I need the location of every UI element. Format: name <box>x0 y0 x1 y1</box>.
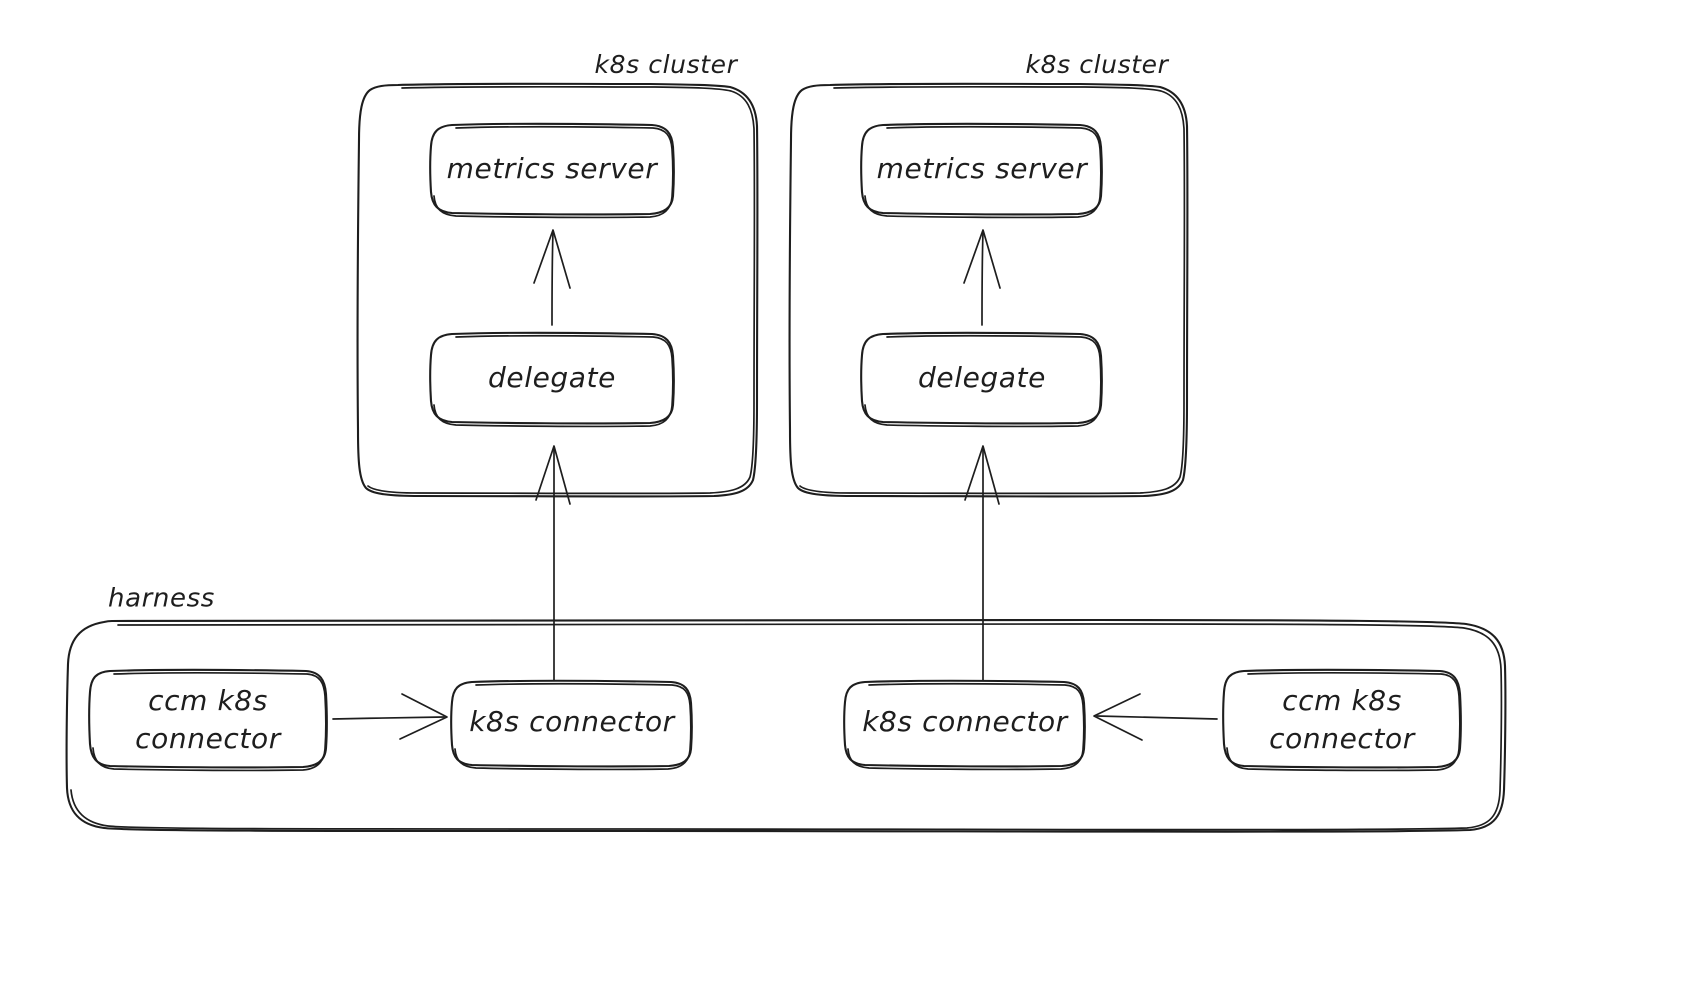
cluster-left-outline <box>356 82 759 498</box>
k8s-connector-right-box-second-pass <box>847 682 1085 771</box>
ccm-k8s-connector-left-label-line1: ccm k8s <box>148 684 268 717</box>
node-delegate-left[interactable]: delegate <box>429 331 675 428</box>
node-metrics-server-left[interactable]: metrics server <box>429 122 675 219</box>
delegate-right-box <box>860 331 1103 425</box>
group-cluster-left[interactable]: k8s cluster <box>356 50 759 498</box>
metrics-server-right-label: metrics server <box>877 152 1089 185</box>
edge-ccm-to-connector-left[interactable] <box>332 693 448 740</box>
metrics-server-right-box-second-pass <box>864 125 1102 219</box>
edge-connector-to-delegate-left-arrowhead <box>535 445 571 505</box>
metrics-server-left-label: metrics server <box>447 152 659 185</box>
node-ccm-k8s-connector-right[interactable]: ccm k8s connector <box>1222 668 1462 772</box>
group-cluster-right[interactable]: k8s cluster <box>788 50 1189 498</box>
ccm-k8s-connector-left-label-line2: connector <box>135 722 282 755</box>
ccm-k8s-connector-right-box-second-pass <box>1226 671 1461 772</box>
harness-outline <box>65 618 1507 833</box>
ccm-k8s-connector-left-box <box>88 668 328 769</box>
edge-ccm-to-connector-right-line <box>1096 715 1218 720</box>
metrics-server-left-box <box>429 122 675 216</box>
delegate-right-box-second-pass <box>864 334 1102 428</box>
node-ccm-k8s-connector-left[interactable]: ccm k8s connector <box>88 668 328 772</box>
ccm-k8s-connector-right-label-line2: connector <box>1269 722 1416 755</box>
edge-ccm-to-connector-right[interactable] <box>1093 693 1218 741</box>
delegate-left-box <box>429 331 675 425</box>
delegate-left-box-second-pass <box>433 334 674 428</box>
ccm-k8s-connector-right-label-line1: ccm k8s <box>1282 684 1402 717</box>
harness-outline-second-pass <box>70 622 1503 831</box>
edge-connector-to-delegate-right-arrowhead <box>964 445 1000 505</box>
group-harness[interactable]: harness <box>65 584 1507 833</box>
edge-ccm-to-connector-right-arrowhead <box>1093 693 1143 741</box>
node-k8s-connector-right[interactable]: k8s connector <box>843 679 1086 771</box>
edge-connector-to-delegate-left[interactable] <box>535 445 571 689</box>
cluster-left-label: k8s cluster <box>595 50 739 79</box>
node-delegate-right[interactable]: delegate <box>860 331 1103 428</box>
node-k8s-connector-left[interactable]: k8s connector <box>450 679 693 771</box>
delegate-left-label: delegate <box>488 361 616 394</box>
metrics-server-left-box-second-pass <box>433 125 674 219</box>
edge-delegate-to-metrics-left-arrowhead <box>533 229 571 289</box>
k8s-connector-right-box <box>843 679 1086 768</box>
edge-delegate-to-metrics-right[interactable] <box>963 229 1001 326</box>
metrics-server-right-box <box>860 122 1103 216</box>
edge-delegate-to-metrics-left[interactable] <box>533 229 571 326</box>
edge-ccm-to-connector-left-line <box>332 716 445 720</box>
k8s-connector-left-box <box>450 679 693 768</box>
harness-label: harness <box>108 584 215 614</box>
ccm-k8s-connector-right-box <box>1222 668 1462 769</box>
delegate-right-label: delegate <box>918 361 1046 394</box>
edge-connector-to-delegate-right[interactable] <box>964 445 1000 689</box>
k8s-connector-left-box-second-pass <box>454 682 692 771</box>
ccm-k8s-connector-left-box-second-pass <box>92 671 327 772</box>
k8s-connector-left-label: k8s connector <box>469 705 675 738</box>
cluster-right-outline-second-pass <box>799 85 1186 495</box>
node-metrics-server-right[interactable]: metrics server <box>860 122 1103 219</box>
edge-delegate-to-metrics-right-arrowhead <box>963 229 1001 289</box>
edge-delegate-to-metrics-right-line <box>981 231 984 326</box>
edge-delegate-to-metrics-left-line <box>551 231 554 326</box>
cluster-right-label: k8s cluster <box>1026 50 1170 79</box>
cluster-right-outline <box>788 82 1189 498</box>
k8s-connector-right-label: k8s connector <box>862 705 1068 738</box>
edge-ccm-to-connector-left-arrowhead <box>399 693 448 740</box>
cluster-left-outline-second-pass <box>367 85 756 495</box>
